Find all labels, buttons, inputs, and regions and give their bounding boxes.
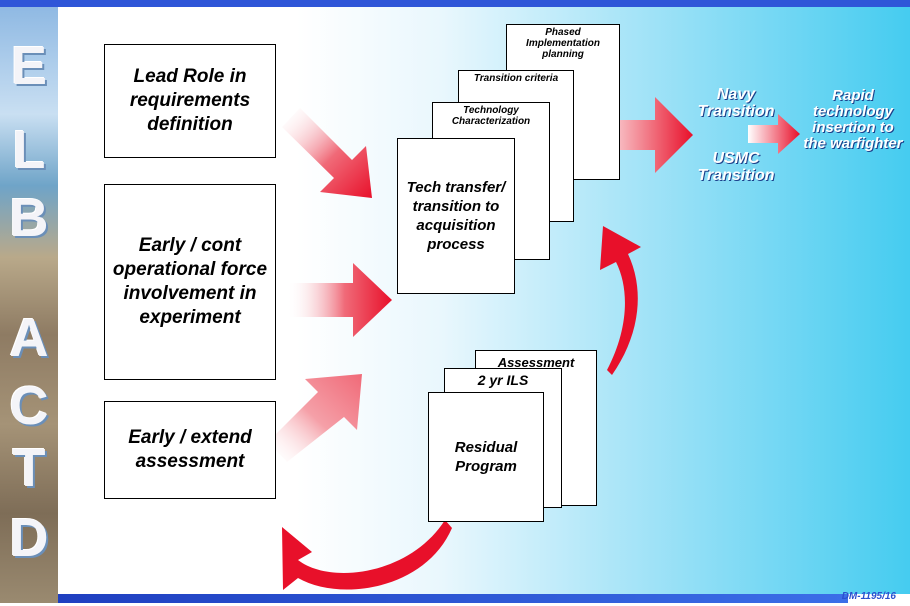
slide-code: DM-1195/16 bbox=[841, 591, 896, 602]
strip-letter: D bbox=[9, 508, 49, 568]
arrow-to-rapid-insertion bbox=[748, 114, 800, 154]
lead-role-box: Lead Role in requirements definition bbox=[104, 44, 276, 158]
transition-criteria-label: Transition criteria bbox=[473, 73, 559, 84]
strip-letter: A bbox=[9, 308, 49, 368]
tech-transfer-box: Tech transfer/ transition to acquisition… bbox=[397, 138, 515, 294]
usmc-transition-label: USMC Transition bbox=[697, 150, 775, 184]
rapid-insertion-label: Rapid technology insertion to the warfig… bbox=[803, 87, 903, 152]
curved-arrow-residual-to-transfer bbox=[600, 226, 641, 375]
arrow-to-transition bbox=[588, 97, 693, 173]
strip-letter: L bbox=[12, 120, 46, 180]
phased-implementation-label: Phased Implementation planning bbox=[526, 27, 600, 60]
technology-characterization-label: Technology Characterization bbox=[451, 105, 531, 127]
arrow-early-to-transfer bbox=[287, 263, 392, 337]
bottom-banner bbox=[58, 594, 848, 603]
curved-arrow-residual-to-assessment bbox=[282, 520, 452, 590]
arrow-lead-to-transfer bbox=[282, 108, 372, 198]
early-extend-box: Early / extend assessment bbox=[104, 401, 276, 499]
early-cont-box: Early / cont operational force involveme… bbox=[104, 184, 276, 380]
strip-letter: T bbox=[12, 438, 46, 498]
strip-letter: C bbox=[9, 376, 49, 436]
residual-program-box: Residual Program bbox=[428, 392, 544, 522]
acronym-strip: E L B A C T D bbox=[0, 7, 58, 603]
strip-letter: B bbox=[9, 188, 49, 248]
navy-transition-label: Navy Transition bbox=[697, 86, 775, 120]
arrow-assessment-to-transfer bbox=[268, 374, 362, 462]
ils-label: 2 yr ILS bbox=[477, 372, 529, 388]
strip-letter: E bbox=[10, 36, 48, 96]
top-banner bbox=[0, 0, 910, 7]
assessment-label: Assessment bbox=[497, 355, 575, 370]
